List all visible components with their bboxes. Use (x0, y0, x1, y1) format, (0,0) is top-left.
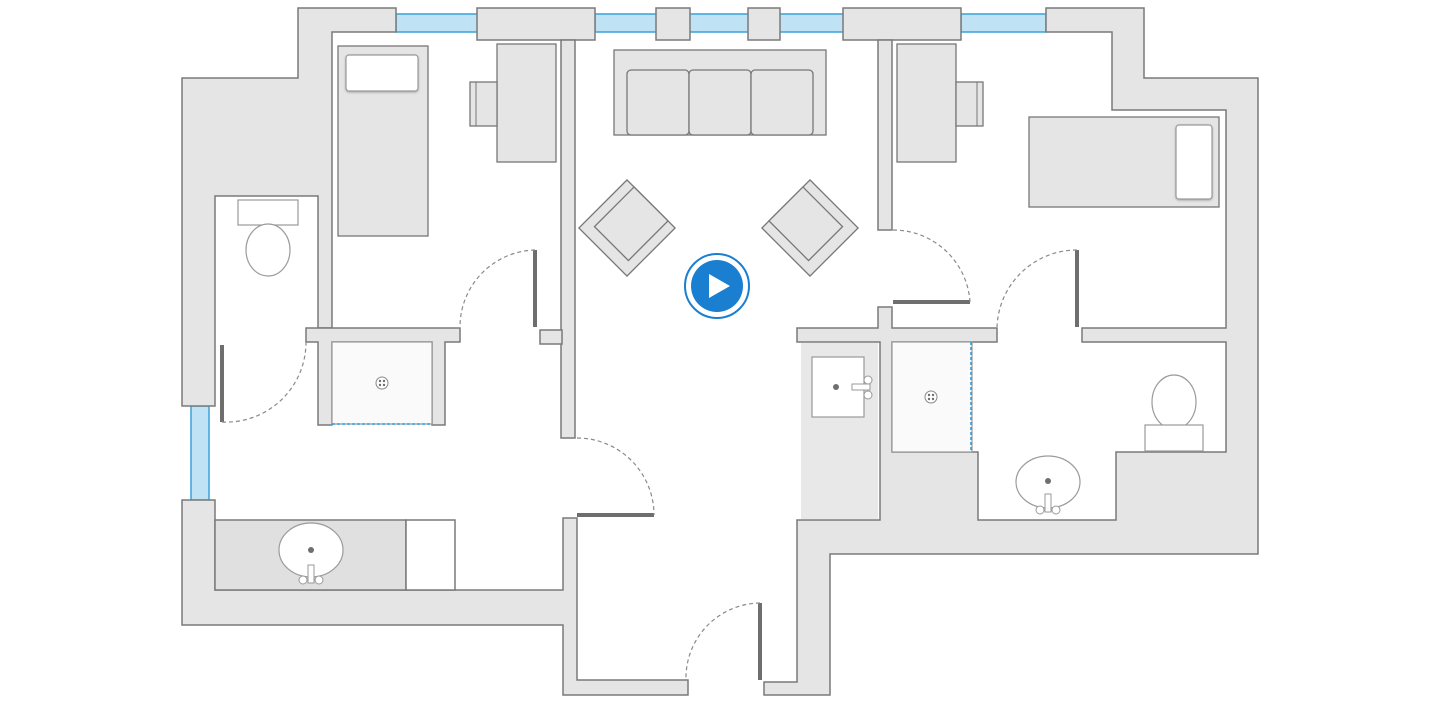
armchair-right (760, 178, 860, 278)
bed-left (337, 45, 429, 237)
window-top-left (395, 13, 479, 33)
shower-left (331, 341, 433, 425)
window-left (190, 405, 210, 501)
play-icon (709, 274, 730, 298)
window-top-center-b (688, 13, 750, 33)
shower-right (891, 341, 973, 453)
basin-right (811, 356, 873, 418)
desk-left (469, 43, 557, 163)
bed-right (1028, 116, 1220, 208)
sink-left (278, 522, 344, 585)
desk-right (896, 43, 984, 163)
armchair-left (577, 178, 677, 278)
sofa (613, 49, 827, 136)
sink-right (1015, 455, 1081, 515)
play-button[interactable] (684, 253, 750, 319)
window-top-right (960, 13, 1047, 33)
walls (181, 7, 1259, 696)
toilet-right (1144, 374, 1204, 452)
doors (220, 229, 1079, 681)
window-top-center-c (778, 13, 845, 33)
toilet-left (237, 199, 299, 277)
window-top-center-a (594, 13, 658, 33)
